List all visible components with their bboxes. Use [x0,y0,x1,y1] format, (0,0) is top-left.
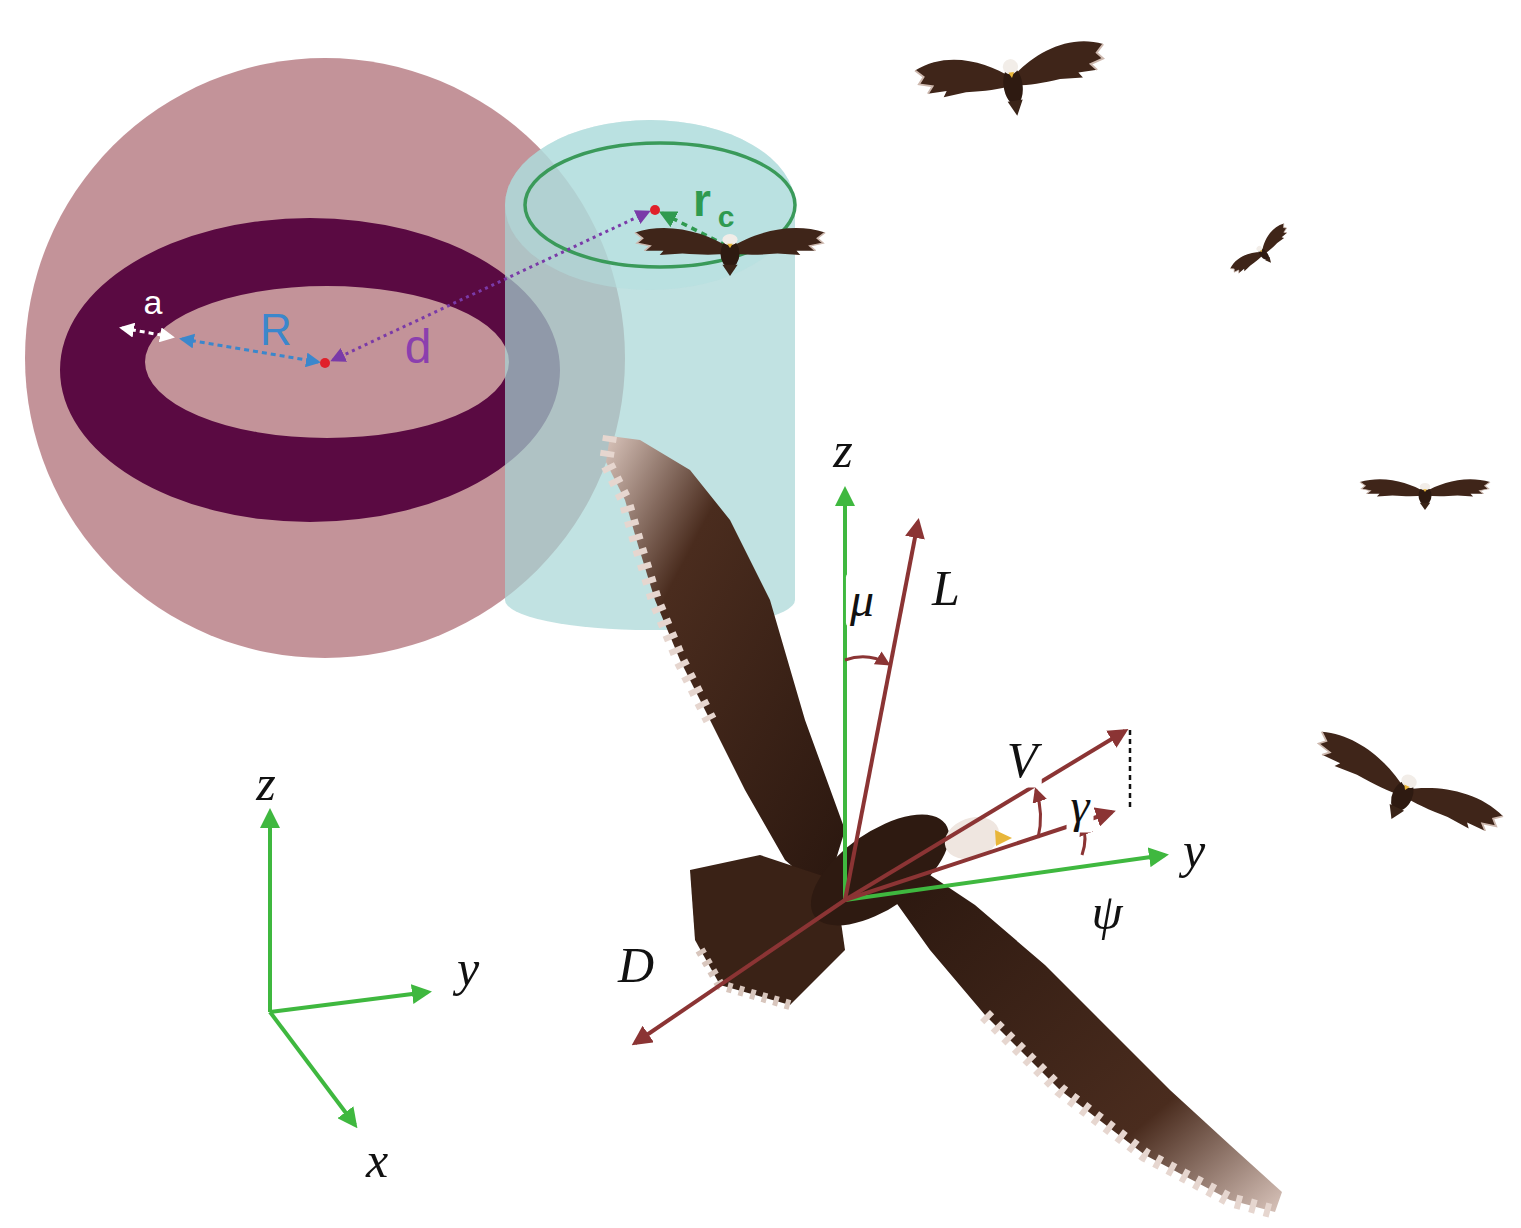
dimension-label: R [260,306,292,354]
angle-arc-gamma [1036,790,1041,838]
x-axis [270,1012,355,1125]
center-dot [650,205,660,215]
radius-label: r [693,175,711,226]
angle-label: γ [1067,780,1094,833]
angle-arc-mu [845,657,888,664]
axis-label: x [366,1133,388,1188]
velocity-label: V [1003,733,1042,788]
axis-label: z [256,756,275,811]
velocity-vector [845,731,1125,900]
cylinder-top [505,120,795,290]
angle-label: μ [846,574,878,627]
radius-subscript: c [718,200,735,233]
dimension-label: a [144,284,163,321]
torus [60,218,560,522]
eagle-beak [995,830,1012,846]
eagle-wing [880,865,1282,1212]
dimension-r [182,339,318,362]
dimension-label: d [405,321,432,374]
dimension-a [122,328,172,337]
projection-line [1129,730,1132,808]
lift-vector [845,522,918,900]
eagle [1360,479,1490,510]
eagle [914,38,1111,129]
feather-tips [985,1015,1275,1212]
center-dot [320,358,330,368]
eagle [1229,222,1298,285]
axis-label: y [457,941,479,996]
force-label: L [928,561,964,616]
y-axis [270,992,428,1012]
dimension-d [333,212,648,360]
eagle [1301,727,1505,861]
axis-label: z [829,423,856,478]
drag-vector [635,900,845,1043]
eagle [635,228,825,276]
axis-label: y [1183,823,1205,878]
z-axis [268,812,272,1012]
force-label: D [614,938,658,993]
z-axis [843,490,847,900]
eagle-wing [606,436,845,895]
angle-label: ψ [1087,885,1126,940]
feather-tips [700,950,790,1005]
feather-tips [606,436,710,720]
